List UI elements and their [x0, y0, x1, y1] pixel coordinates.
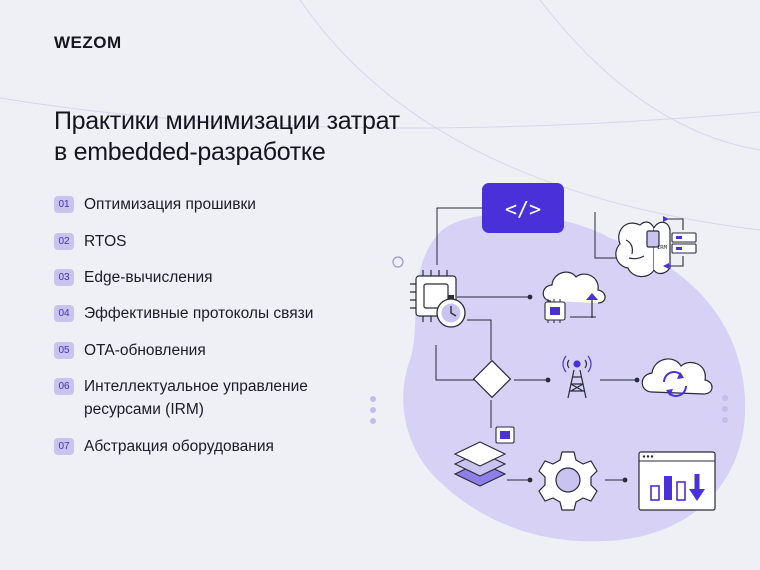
practice-number-badge: 04: [54, 305, 74, 322]
irm-label: IRM: [657, 245, 668, 251]
practice-label: Edge-вычисления: [84, 269, 213, 286]
practice-label: Оптимизация прошивки: [84, 196, 256, 213]
practice-item: 01 Оптимизация прошивки: [54, 194, 256, 216]
code-icon: </>: [482, 183, 564, 233]
practice-item: 03 Edge-вычисления: [54, 267, 213, 289]
antenna-tower-icon: [562, 355, 592, 399]
practice-number-badge: 07: [54, 438, 74, 455]
practice-item: 07 Абстракция оборудования: [54, 436, 274, 458]
server-icon: [666, 218, 697, 267]
cloud-sync-icon: [641, 358, 713, 397]
connector-lines: [435, 207, 637, 481]
chart-down-icon: [638, 451, 716, 511]
gear-icon: [538, 451, 598, 511]
practice-item: 02 RTOS: [54, 231, 127, 253]
page-title-line-1: Практики минимизации затрат: [54, 107, 400, 135]
practice-label: OTA-обновления: [84, 342, 206, 359]
decision-diamond: [472, 359, 512, 399]
code-symbol: </>: [505, 197, 541, 221]
practice-label: Абстракция оборудования: [84, 438, 274, 455]
practice-number-badge: 03: [54, 269, 74, 286]
practice-label: Эффективные протоколы связи: [84, 305, 314, 322]
page-title: Практики минимизации затрат в embedded-р…: [54, 106, 494, 168]
practice-item: 05 OTA-обновления: [54, 340, 206, 362]
brain-icon: [615, 221, 671, 278]
layers-icon: [453, 426, 515, 487]
practice-number-badge: 05: [54, 342, 74, 359]
practice-number-badge: 06: [54, 378, 74, 395]
practice-item: 04 Эффективные протоколы связи: [54, 303, 313, 325]
timer-icon: [436, 295, 466, 328]
wezom-logo: WEZOM: [54, 33, 122, 52]
practice-item: 06 Интеллектуальное управление ресурсами…: [54, 375, 354, 421]
practice-number-badge: 02: [54, 233, 74, 250]
practice-label: RTOS: [84, 233, 127, 250]
practice-number-badge: 01: [54, 196, 74, 213]
cloud-upload-icon: [542, 271, 606, 323]
page-title-line-2: в embedded-разработке: [54, 138, 326, 166]
practice-label: Интеллектуальное управление ресурсами (I…: [84, 378, 308, 418]
